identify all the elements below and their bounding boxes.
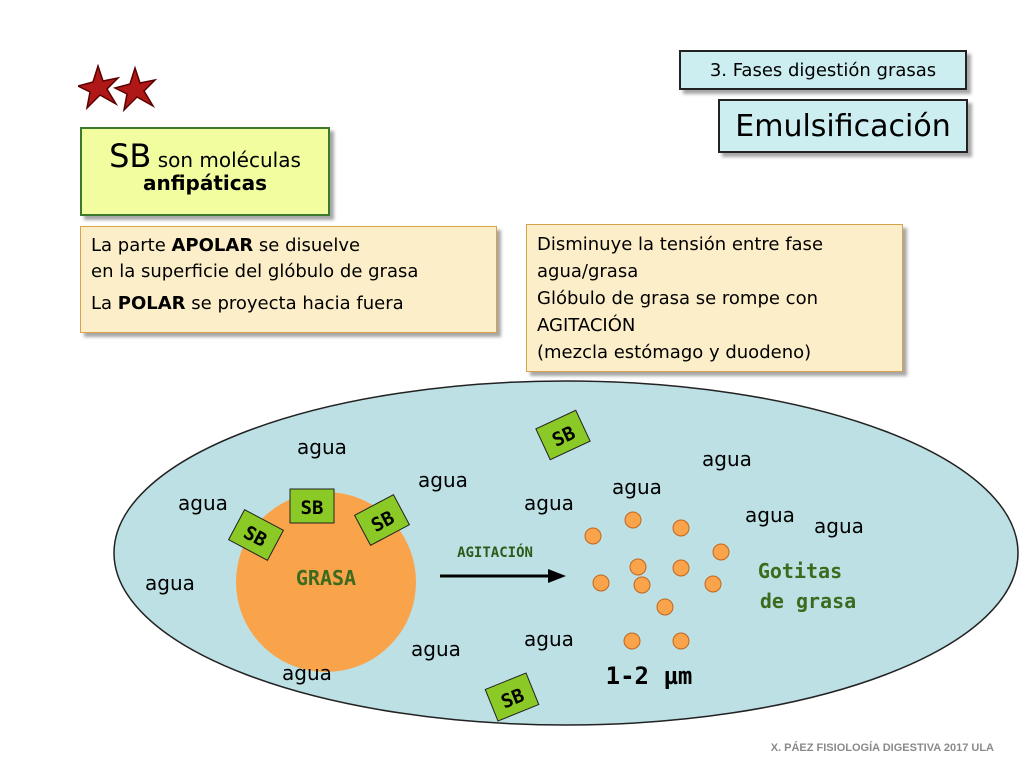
tension-line2: agua/grasa — [537, 261, 639, 282]
apolar-line2: en la superficie del glóbulo de grasa — [91, 261, 419, 282]
droplet — [633, 576, 651, 594]
agua-label: agua — [612, 475, 662, 499]
sb-definition-line1: SB son moléculas — [82, 137, 328, 175]
droplet — [672, 632, 690, 650]
droplet-size-label: 1-2 µm — [606, 662, 693, 690]
tension-line3: Glóbulo de grasa se rompe con — [537, 288, 819, 309]
sb-definition-line2: anfipáticas — [142, 171, 268, 195]
agua-label: agua — [297, 435, 347, 459]
polar-text-a: La — [91, 293, 118, 314]
sb-marker-1: SB — [289, 488, 335, 524]
agua-label: agua — [418, 468, 468, 492]
sb-marker-2: SB — [353, 493, 411, 547]
section-title: 3. Fases digestión grasas — [709, 59, 937, 81]
sb-definition-text: son moléculas — [151, 148, 301, 172]
droplet — [656, 598, 674, 616]
agua-label: agua — [702, 447, 752, 471]
polar-keyword: POLAR — [117, 293, 186, 314]
sb-marker-3: SB — [227, 508, 285, 562]
apolar-line: La parte APOLAR se disuelve — [91, 233, 486, 259]
apolar-polar-box: La parte APOLAR se disuelve en la superf… — [80, 226, 497, 333]
droplet — [623, 632, 641, 650]
agua-label: agua — [178, 491, 228, 515]
droplet — [704, 575, 722, 593]
tension-line1: Disminuye la tensión entre fase — [537, 234, 824, 255]
gotitas-label-line1: Gotitas — [758, 559, 842, 583]
agua-label: agua — [282, 661, 332, 685]
tension-line5: (mezcla estómago y duodeno) — [537, 342, 812, 363]
svg-text:SB: SB — [301, 497, 324, 519]
agua-label: agua — [145, 571, 195, 595]
agua-label: agua — [411, 637, 461, 661]
droplet — [672, 519, 690, 537]
apolar-text-a: La parte — [91, 235, 172, 256]
droplet — [629, 558, 647, 576]
droplet — [672, 559, 690, 577]
topic-title-box: Emulsificación — [718, 99, 968, 153]
topic-title: Emulsificación — [735, 108, 951, 144]
section-title-box: 3. Fases digestión grasas — [679, 50, 967, 90]
apolar-text-c: se disuelve — [253, 235, 361, 256]
agua-label: agua — [524, 627, 574, 651]
apolar-keyword: APOLAR — [171, 235, 254, 256]
sb-definition-box: SB son moléculas anfipáticas — [80, 127, 330, 216]
droplet — [624, 511, 642, 529]
footer-credit: X. PÁEZ FISIOLOGÍA DIGESTIVA 2017 ULA — [770, 742, 994, 754]
fat-droplets — [584, 511, 730, 650]
gotitas-label-line2: de grasa — [760, 589, 856, 613]
grasa-label: GRASA — [296, 566, 356, 590]
sb-marker-5: SB — [484, 672, 540, 722]
agitacion-label: AGITACIÓN — [457, 543, 533, 561]
tension-line4: AGITACIÓN — [537, 315, 636, 336]
agua-label: agua — [814, 514, 864, 538]
droplet — [712, 543, 730, 561]
polar-text-c: se proyecta hacia fuera — [185, 293, 404, 314]
sb-abbrev: SB — [109, 137, 152, 175]
droplet — [592, 574, 610, 592]
agua-label: agua — [745, 503, 795, 527]
tension-box: Disminuye la tensión entre fase agua/gra… — [526, 224, 903, 372]
agitation-arrow — [440, 569, 566, 583]
polar-line: La POLAR se proyecta hacia fuera — [91, 291, 486, 317]
stars-decoration — [75, 63, 158, 114]
droplet — [584, 527, 602, 545]
agua-label: agua — [524, 491, 574, 515]
sb-marker-4: SB — [535, 409, 591, 461]
